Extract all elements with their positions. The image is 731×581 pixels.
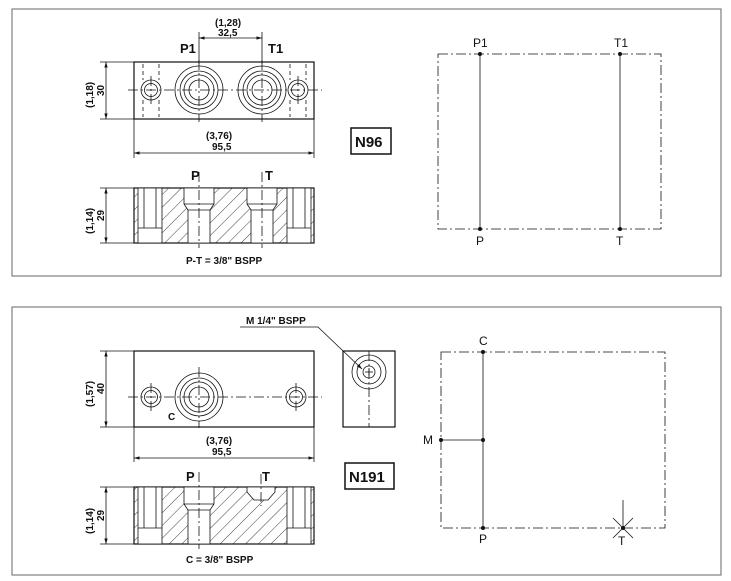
dim-section-height-mm: 29 (96, 509, 107, 521)
n96-dim-height: (1,18) 30 (85, 61, 136, 120)
thread-note: C = 3/8" BSPP (186, 555, 254, 566)
dim-length-inch: (3,76) (206, 131, 232, 142)
dim-height-inch: (1,57) (85, 381, 96, 407)
n96-schematic: P1 T1 P T (437, 36, 662, 248)
top-port-p1-label: P1 (180, 41, 196, 56)
n191-schematic: C M P T (423, 334, 666, 548)
schematic-m-label: M (423, 433, 433, 447)
n96-dim-section-height: (1,14) 29 (85, 187, 136, 244)
schematic-c-label: C (479, 334, 488, 348)
dim-spacing-inch: (1,28) (215, 18, 241, 29)
panel-frame (11, 8, 722, 277)
svg-text:N96: N96 (355, 134, 383, 151)
n191-dim-length: (3,76) 95,5 (133, 427, 315, 462)
schematic-t-label: T (618, 534, 626, 548)
n191-top-view: C (128, 350, 322, 428)
n96-dim-length: (3,76) 95,5 (133, 119, 315, 158)
panel-frame (11, 306, 722, 576)
schematic-p-label: P (476, 234, 484, 248)
dim-height-mm: 40 (96, 382, 107, 394)
top-port-t1-label: T1 (268, 41, 283, 56)
dim-section-height-mm: 29 (96, 209, 107, 221)
n96-section-view: P T P-T = 3/8" BSPP (133, 168, 315, 267)
schematic-p1-label: P1 (473, 36, 488, 50)
n191-dim-height: (1,57) 40 (85, 350, 136, 428)
svg-text:N191: N191 (349, 469, 385, 486)
n191-section-view: P T C = 3/8" BSPP (133, 469, 315, 566)
model-code-n96: N96 (350, 127, 392, 155)
schematic-t-label: T (616, 234, 624, 248)
dim-length-mm: 95,5 (212, 447, 232, 458)
n191-side-view: M 1/4" BSPP (240, 316, 396, 428)
dim-length-mm: 95,5 (212, 142, 232, 153)
dim-height-inch: (1,18) (85, 82, 96, 108)
dim-height-mm: 30 (96, 84, 107, 96)
n96-dim-spacing: (1,28) 32,5 (198, 18, 263, 64)
dim-section-height-inch: (1,14) (85, 508, 96, 534)
top-view-c-label: C (168, 412, 175, 423)
section-port-t-label: T (262, 469, 270, 484)
dim-spacing-mm: 32,5 (218, 28, 238, 39)
n191-dim-section-height: (1,14) 29 (85, 486, 136, 545)
section-port-t-label: T (265, 168, 273, 183)
n96-top-view: P1 T1 (128, 41, 322, 122)
schematic-p-label: P (479, 532, 487, 546)
model-code-n191: N191 (344, 462, 395, 490)
thread-note: P-T = 3/8" BSPP (186, 256, 262, 267)
dim-length-inch: (3,76) (206, 436, 232, 447)
panel-n96: P1 T1 (1,28) 32,5 (1,18) 30 (3,76) 95,5 (11, 8, 722, 277)
section-port-p-label: P (186, 469, 195, 484)
dim-section-height-inch: (1,14) (85, 208, 96, 234)
schematic-t1-label: T1 (614, 36, 628, 50)
gauge-port-label: M 1/4" BSPP (246, 316, 306, 327)
section-port-p-label: P (191, 168, 200, 183)
panel-n191: C M 1/4" BSPP (1,57) 40 (11, 306, 722, 576)
